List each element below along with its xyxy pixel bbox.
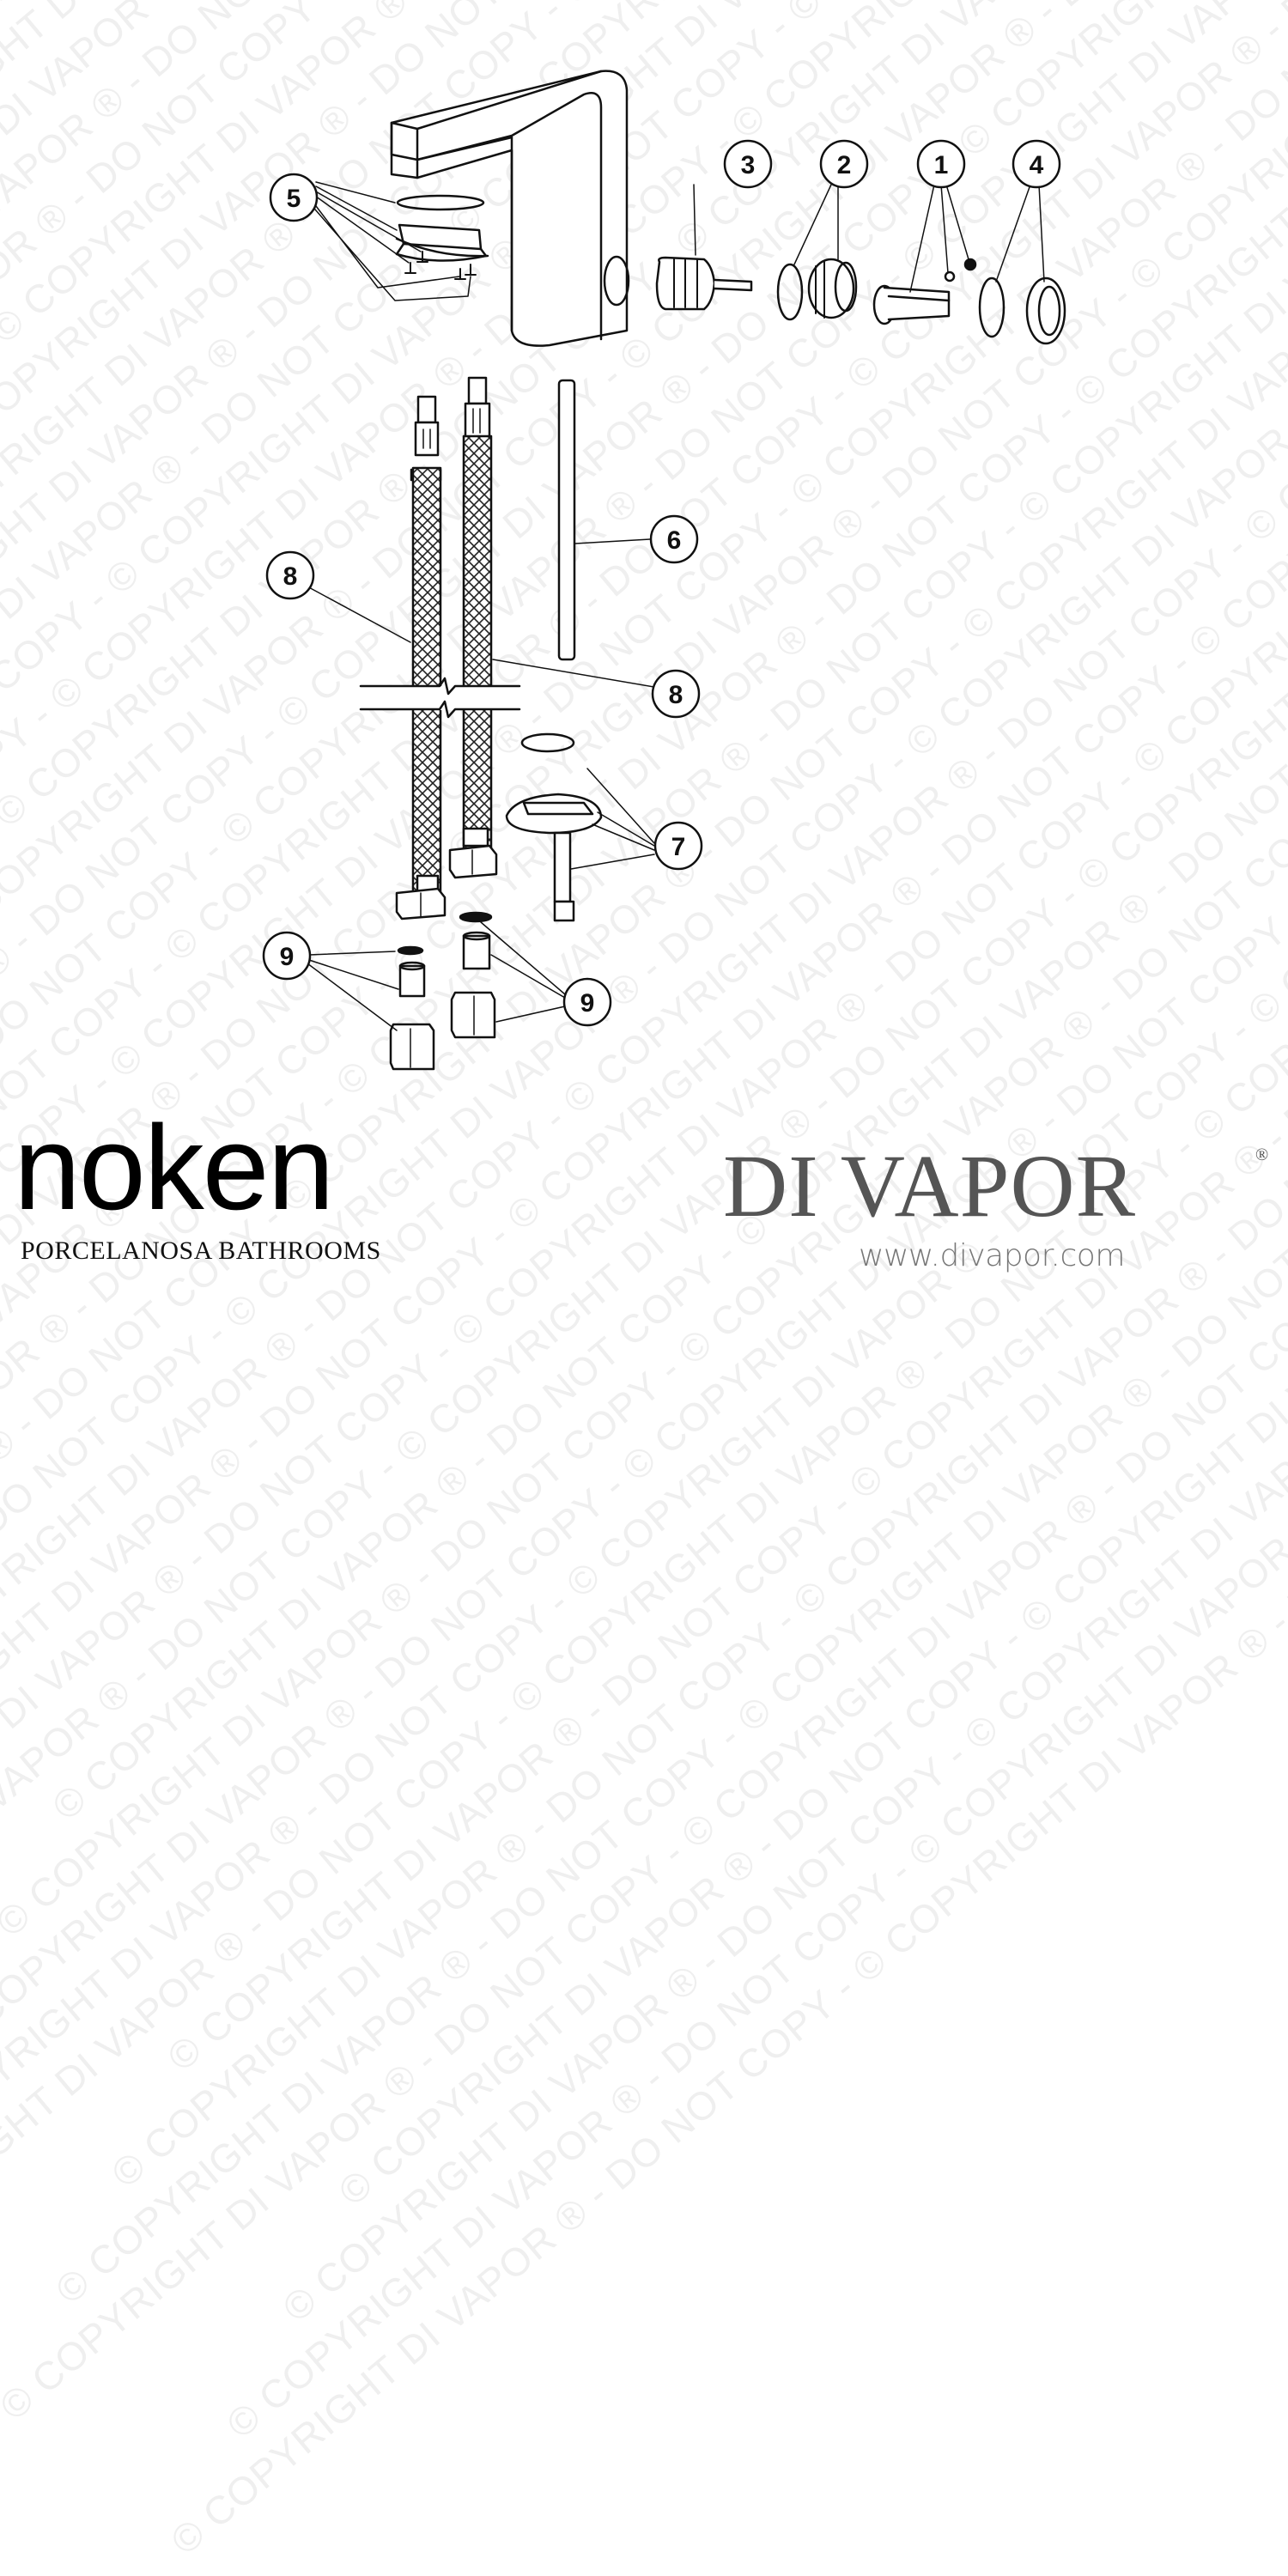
svg-text:7: 7 bbox=[671, 833, 686, 861]
divapor-url: www.divapor.com bbox=[859, 1238, 1125, 1273]
part-8-hoses bbox=[305, 376, 665, 920]
svg-text:8: 8 bbox=[283, 562, 298, 591]
callout-1: 1 bbox=[916, 139, 966, 189]
svg-text:8: 8 bbox=[669, 681, 683, 709]
callout-6: 6 bbox=[649, 514, 699, 564]
callout-3: 3 bbox=[723, 139, 773, 189]
part-4-oring-and-cap bbox=[978, 184, 1066, 345]
svg-text:6: 6 bbox=[667, 526, 682, 555]
svg-text:2: 2 bbox=[837, 151, 852, 179]
divapor-logo: DI VAPOR bbox=[723, 1137, 1136, 1236]
svg-text:9: 9 bbox=[280, 943, 295, 971]
part-1-handle-and-screws bbox=[872, 184, 977, 325]
svg-text:4: 4 bbox=[1030, 151, 1044, 179]
svg-text:1: 1 bbox=[934, 151, 949, 179]
registered-mark: ® bbox=[1255, 1145, 1269, 1164]
tap-body bbox=[390, 70, 630, 347]
noken-subtitle: PORCELANOSA BATHROOMS bbox=[21, 1236, 381, 1265]
svg-text:3: 3 bbox=[741, 151, 756, 179]
svg-text:5: 5 bbox=[287, 185, 301, 213]
exploded-parts-diagram: 5 3 2 1 4 6 8 8 7 9 9 bbox=[262, 70, 1066, 1071]
callout-9-right: 9 bbox=[562, 977, 612, 1027]
callout-5: 5 bbox=[269, 173, 319, 222]
part-5-base-set bbox=[308, 181, 489, 301]
part-7-bracket-set bbox=[505, 732, 655, 922]
part-2-oring-and-nut bbox=[776, 184, 858, 321]
callout-4: 4 bbox=[1012, 139, 1061, 189]
callout-7: 7 bbox=[653, 821, 703, 871]
callout-8-left: 8 bbox=[265, 550, 315, 600]
callout-2: 2 bbox=[819, 139, 869, 189]
part-3-cartridge bbox=[655, 184, 753, 311]
part-6-rod bbox=[557, 379, 651, 661]
callout-8-right: 8 bbox=[651, 669, 701, 719]
noken-logo: noken bbox=[14, 1100, 334, 1235]
part-9-nuts-olives bbox=[307, 911, 566, 1071]
callout-9-left: 9 bbox=[262, 931, 312, 981]
svg-text:9: 9 bbox=[580, 989, 595, 1018]
